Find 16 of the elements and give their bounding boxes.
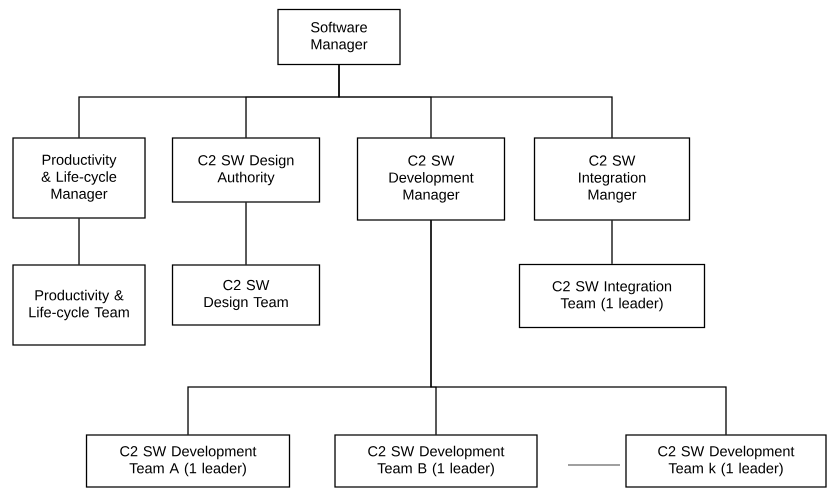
org-box: C2 SW Design Team [172,264,320,326]
org-box: C2 SW Integration Team (1 leader) [518,264,706,328]
connector-line [611,220,613,264]
org-box: C2 SW Development Team k (1 leader) [625,434,827,488]
org-box: C2 SW Development Manager [356,137,506,221]
org-box: C2 SW Integration Manger [534,137,690,221]
org-box: C2 SW Development Team B (1 leader) [334,434,538,488]
connector-line [245,202,247,264]
connector-line [78,218,80,264]
org-box: Productivity & Life-cycle Manager [12,137,146,219]
connector-line [430,220,727,434]
org-box: Software Manager [277,8,401,66]
org-box: C2 SW Development Team A (1 leader) [86,434,290,488]
org-box: Productivity & Life-cycle Team [12,264,146,346]
org-box: C2 SW Design Authority [172,137,320,203]
connector-line [338,65,613,138]
